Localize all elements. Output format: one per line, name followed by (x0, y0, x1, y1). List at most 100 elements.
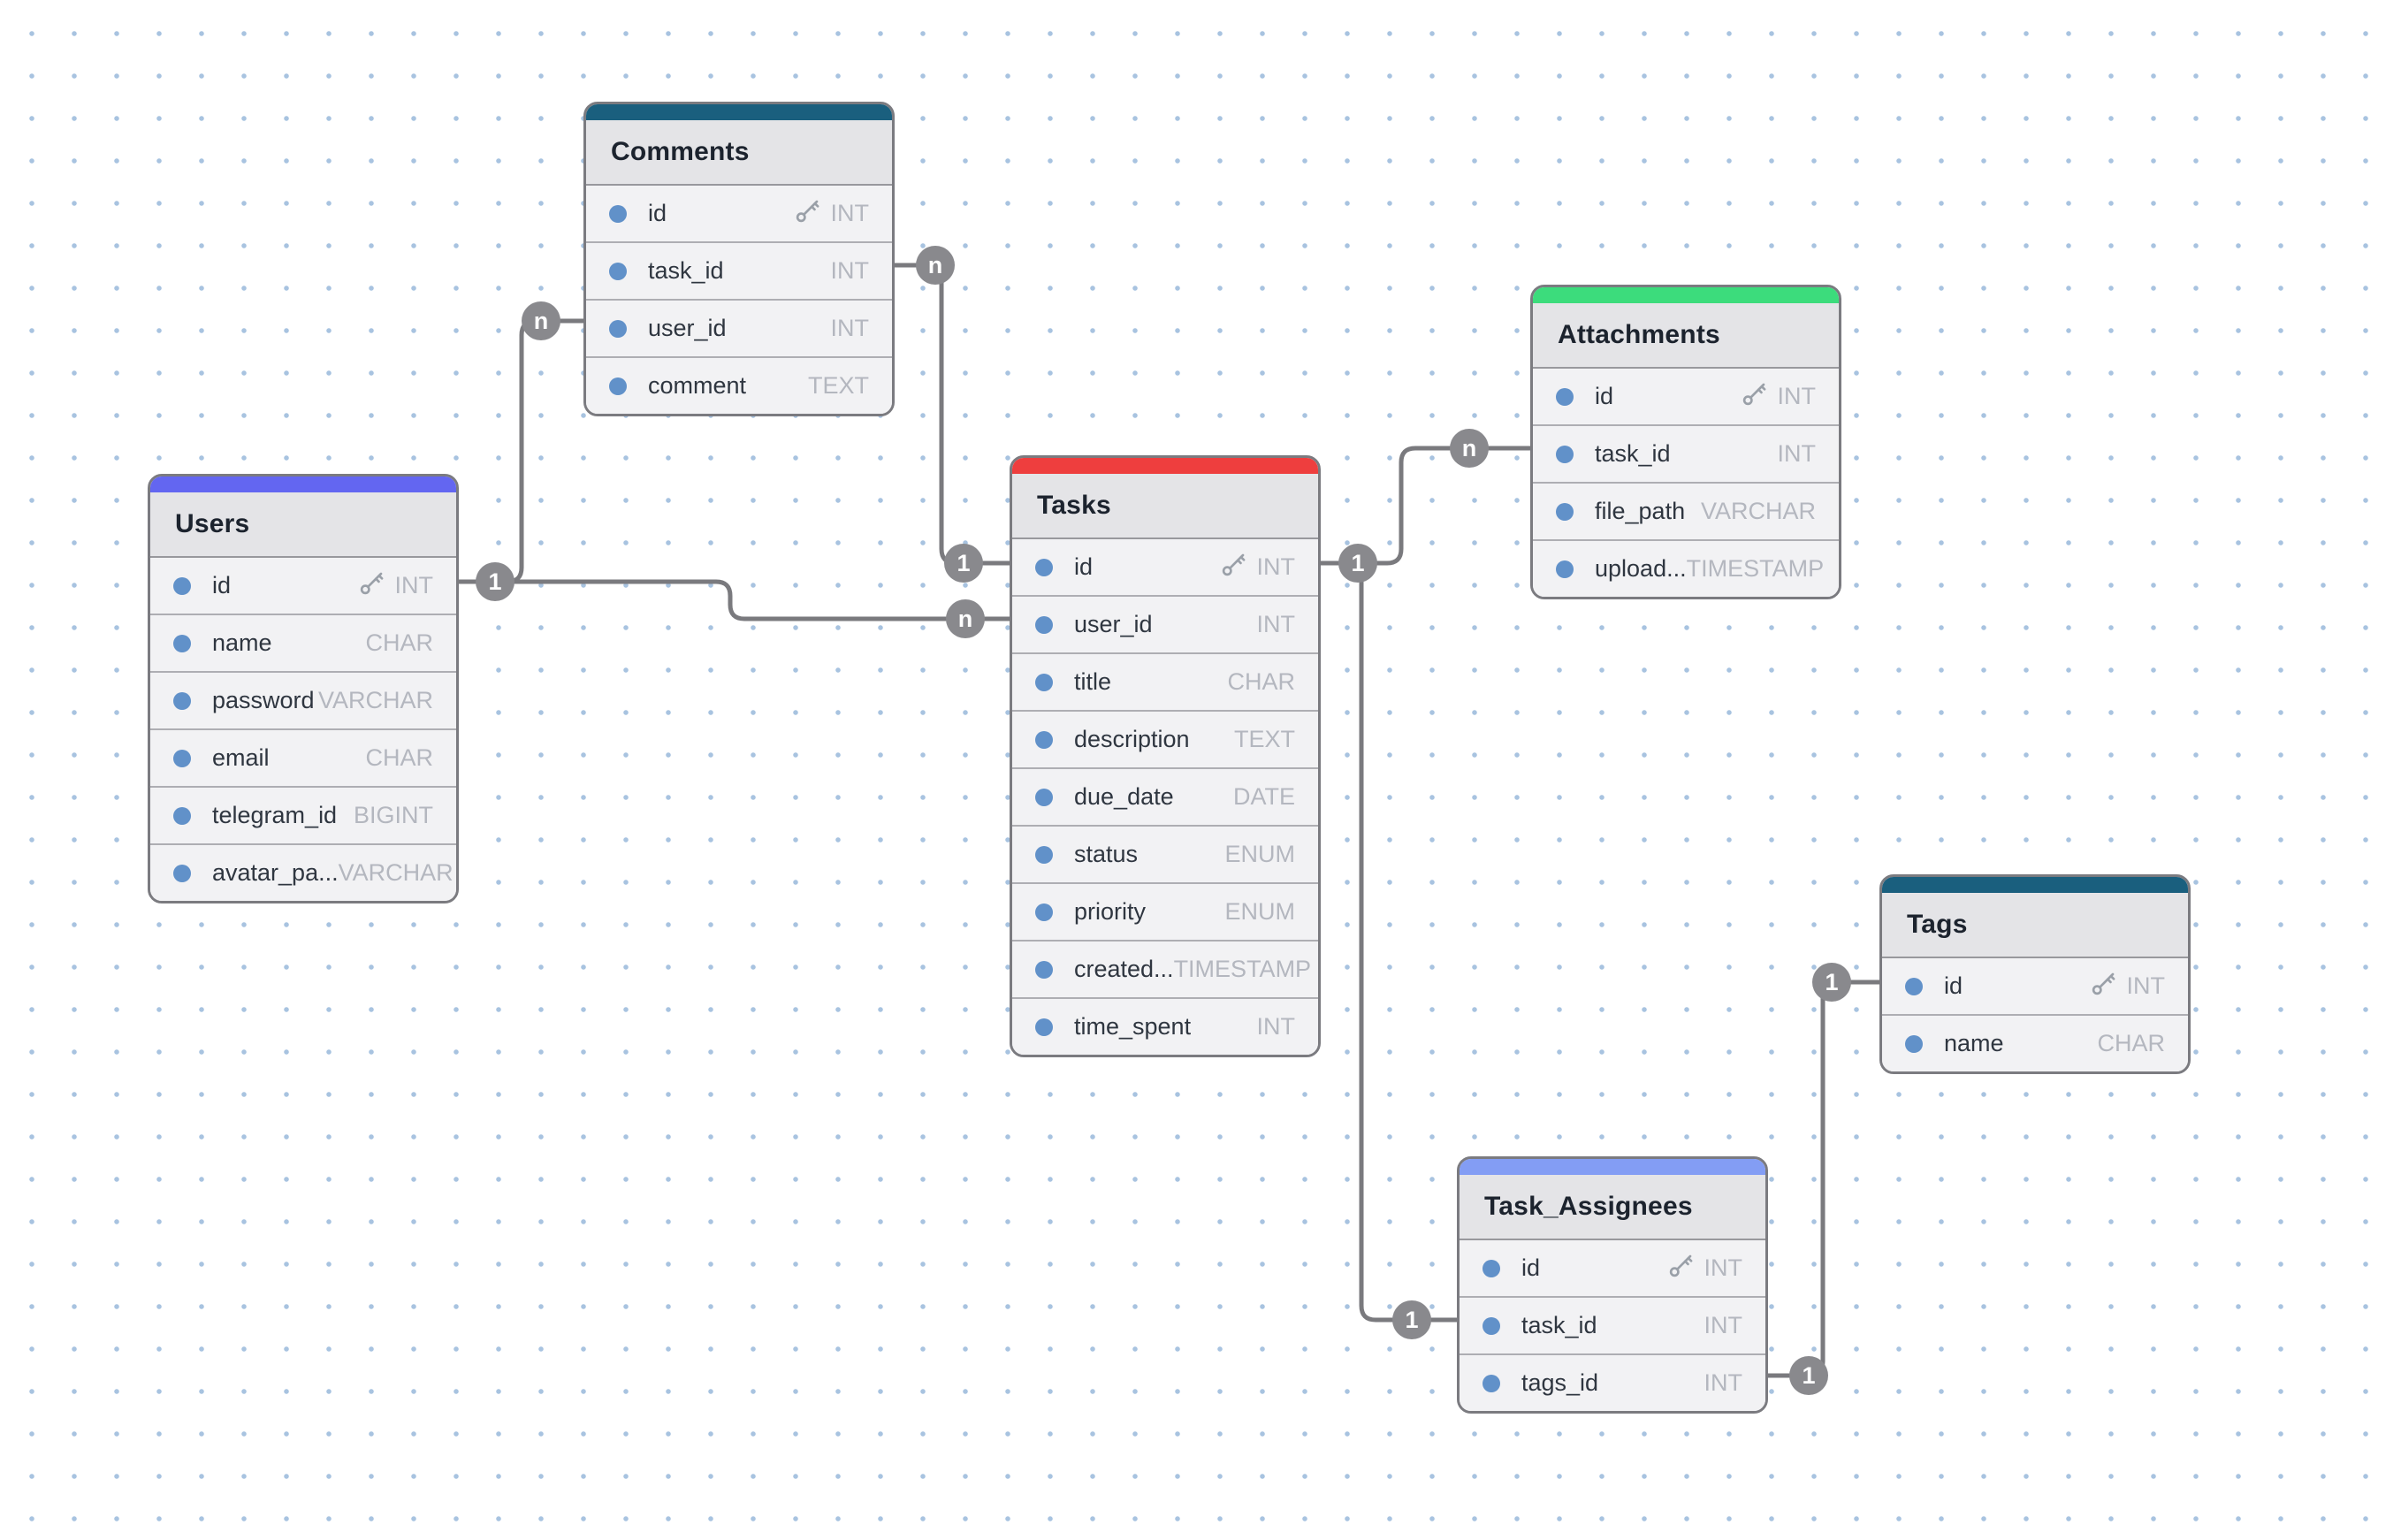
field-type-group: ENUM (1225, 898, 1296, 926)
field-name: id (212, 572, 232, 598)
wire-tasks-task-assignees[interactable] (1321, 560, 1457, 1323)
table-header[interactable]: Comments (586, 120, 892, 186)
cardinality-badge: n (946, 599, 985, 638)
field-name: email (212, 744, 270, 771)
wire-users-comments[interactable] (459, 318, 583, 584)
field-type-group: BIGINT (354, 802, 433, 829)
field-type-group: INT (831, 315, 870, 342)
field-type-group: TEXT (808, 372, 869, 400)
field-type-group: INT (2090, 969, 2166, 1003)
table-header[interactable]: Users (150, 492, 456, 558)
field-type: VARCHAR (1700, 498, 1816, 524)
field-type: VARCHAR (338, 859, 454, 886)
field-name: task_id (1595, 440, 1671, 467)
field-type-group: TIMESTAMP (1687, 555, 1825, 583)
field-name: time_spent (1074, 1013, 1192, 1040)
svg-text:n: n (928, 252, 943, 278)
field-type: INT (1256, 553, 1296, 580)
field-row[interactable]: avatar_pa...VARCHAR (150, 845, 456, 901)
field-row[interactable]: upload...TIMESTAMP (1533, 541, 1839, 597)
field-type-group: VARCHAR (318, 687, 433, 714)
field-dot-icon (1556, 445, 1574, 463)
wire-comments-tasks[interactable] (895, 263, 1010, 566)
field-dot-icon (1556, 502, 1574, 521)
field-type: CHAR (2097, 1030, 2165, 1056)
table-header[interactable]: Tasks (1012, 474, 1318, 539)
field-row[interactable]: id INT (150, 558, 456, 615)
table-header[interactable]: Attachments (1533, 303, 1839, 369)
svg-text:1: 1 (1351, 550, 1364, 576)
table-accent-strip (1882, 877, 2188, 893)
field-name: due_date (1074, 783, 1174, 810)
wire-tasks-attachments[interactable] (1321, 446, 1530, 566)
field-dot-icon (1035, 903, 1053, 921)
field-dot-icon (1556, 387, 1574, 406)
primary-key-icon (358, 568, 386, 603)
field-row[interactable]: user_id INT (1012, 597, 1318, 654)
field-type: TIMESTAMP (1173, 956, 1312, 982)
field-name: user_id (648, 315, 727, 341)
svg-text:n: n (958, 606, 973, 632)
primary-key-icon (1667, 1251, 1696, 1285)
field-type: VARCHAR (317, 687, 433, 713)
cardinality-badge: 1 (1392, 1300, 1431, 1339)
field-type: ENUM (1224, 898, 1296, 925)
field-type: INT (2126, 972, 2166, 999)
field-type-group: INT (1257, 611, 1296, 638)
field-type-group: CHAR (365, 629, 433, 657)
field-type: TIMESTAMP (1686, 555, 1825, 582)
cardinality-badge: n (916, 246, 955, 285)
field-name: comment (648, 372, 747, 399)
field-dot-icon (609, 204, 627, 223)
wire-tags-task-assignees[interactable] (1768, 980, 1879, 1378)
field-row[interactable]: user_id INT (586, 301, 892, 358)
field-type: CHAR (365, 629, 433, 656)
field-type: INT (1256, 1013, 1296, 1040)
table-header[interactable]: Tags (1882, 893, 2188, 958)
primary-key-icon (794, 196, 822, 231)
table-title: Users (175, 509, 250, 538)
field-row[interactable]: time_spent INT (1012, 999, 1318, 1055)
table-title: Tags (1907, 910, 1968, 939)
wire-users-tasks[interactable] (459, 579, 1010, 621)
field-row[interactable]: comment TEXT (586, 358, 892, 414)
table-accent-strip (1012, 458, 1318, 474)
field-row[interactable]: created...TIMESTAMP (1012, 942, 1318, 999)
field-name: id (1595, 383, 1614, 409)
cardinality-badge: 1 (1338, 544, 1377, 583)
field-name: user_id (1074, 611, 1153, 637)
table-header[interactable]: Task_Assignees (1460, 1175, 1765, 1240)
field-name: created... (1074, 956, 1174, 982)
primary-key-icon (1741, 379, 1769, 414)
field-type: BIGINT (353, 802, 433, 828)
field-type-group: INT (358, 568, 433, 603)
